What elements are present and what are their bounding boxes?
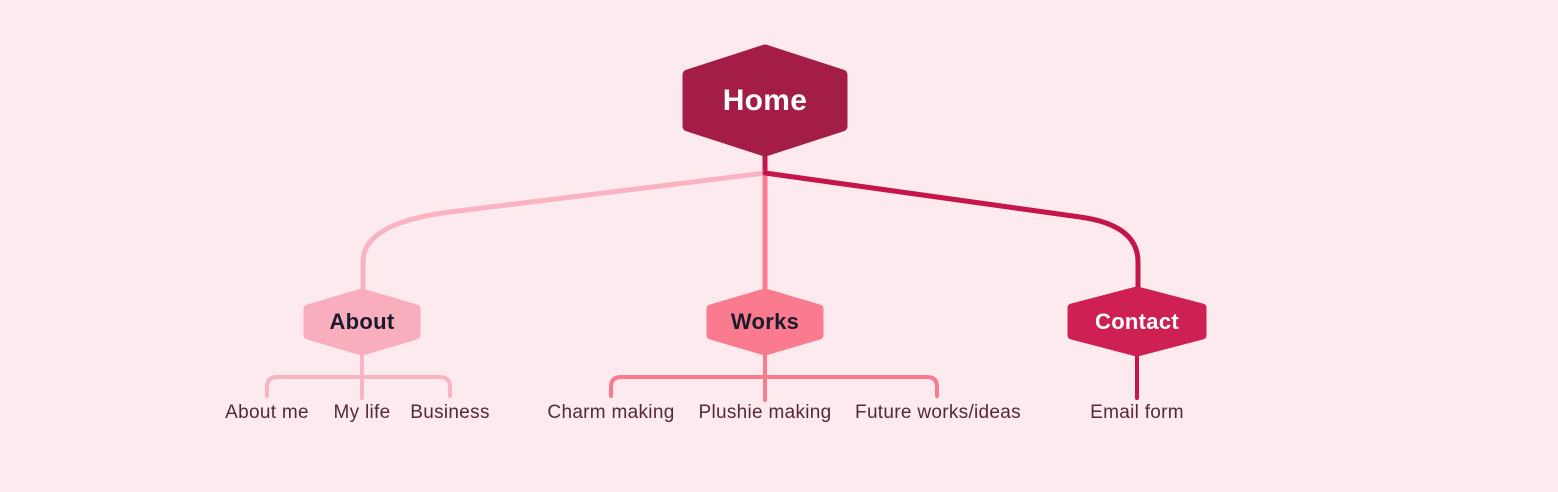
hexagon-contact-shape xyxy=(1067,286,1207,357)
node-works-label: Works xyxy=(730,309,800,334)
node-works[interactable]: Works xyxy=(706,288,824,356)
leaf-my-life[interactable]: My life xyxy=(333,402,391,423)
node-contact-label: Contact xyxy=(1095,308,1179,334)
connector-home-contact xyxy=(762,170,1141,303)
leaf-email-form[interactable]: Email form xyxy=(1090,402,1184,423)
node-about-label: About xyxy=(329,309,395,334)
leaf-charm-making[interactable]: Charm making xyxy=(547,402,675,423)
hexagon-about-shape xyxy=(303,288,421,356)
node-about[interactable]: About xyxy=(303,288,421,356)
node-home[interactable]: Home xyxy=(682,44,848,157)
leaf-about-me[interactable]: About me xyxy=(225,402,309,423)
leaf-business[interactable]: Business xyxy=(410,402,490,423)
node-contact[interactable]: Contact xyxy=(1067,286,1207,357)
node-home-label: Home xyxy=(722,83,808,117)
hexagon-home-shape xyxy=(682,44,848,157)
leaf-plushie-making[interactable]: Plushie making xyxy=(698,402,832,423)
connector-home-about xyxy=(360,170,768,303)
connector-about-bracket xyxy=(265,375,452,398)
hexagon-works-shape xyxy=(706,288,824,356)
connector-works-bracket xyxy=(609,375,939,398)
leaf-future-works-ideas[interactable]: Future works/ideas xyxy=(855,402,1021,423)
